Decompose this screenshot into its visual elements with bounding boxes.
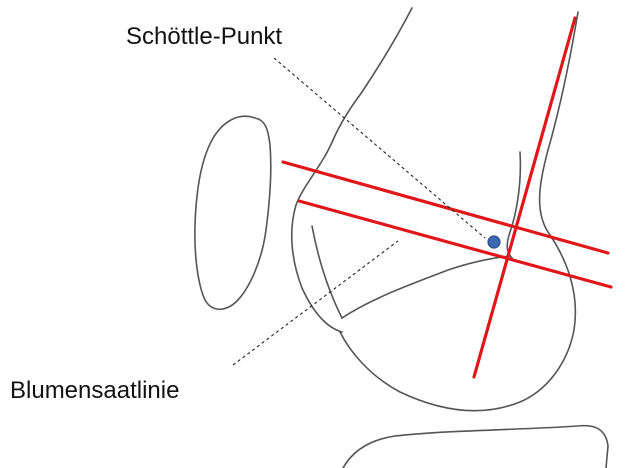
schoettle-point-marker: [488, 236, 500, 248]
blumensaat-line-lower: [299, 201, 611, 287]
posterior-cortex-line: [507, 152, 520, 258]
intercondylar-curve: [312, 226, 342, 318]
tibia-outline: [343, 426, 608, 468]
blumensaat-line-upper: [283, 162, 608, 253]
blumensaat-leader-line: [233, 241, 398, 365]
blumensaatlinie-label: Blumensaatlinie: [10, 377, 179, 404]
schoettle-punkt-label: Schöttle-Punkt: [126, 23, 282, 50]
schoettle-leader-line: [274, 58, 485, 238]
posterior-cortex-extension-line: [474, 18, 575, 377]
patella-outline: [195, 116, 271, 309]
condyle-inner-line: [342, 256, 510, 318]
